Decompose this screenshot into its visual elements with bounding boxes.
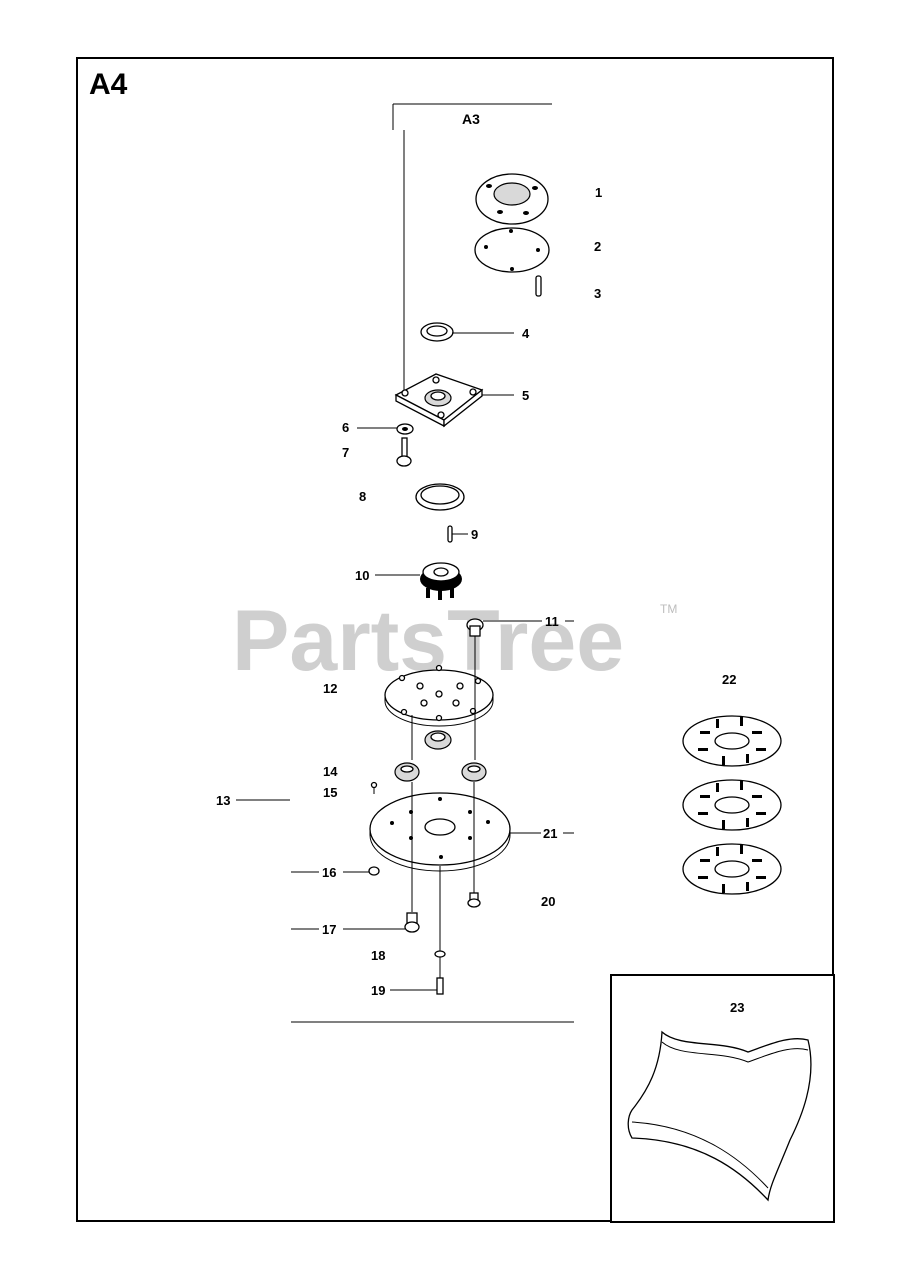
reference-bracket: A3: [392, 103, 552, 395]
part-bolt-17: [404, 912, 420, 933]
part-o-ring: [415, 483, 465, 511]
part-bolt-20: [467, 892, 481, 908]
reference-label: A3: [462, 111, 480, 127]
part-bushings: [394, 762, 487, 782]
part-hub: [420, 562, 462, 600]
diagram-frame: [76, 57, 834, 1222]
part-slotted-discs: [682, 715, 782, 895]
callout-2: 2: [594, 239, 601, 254]
slotted-disc-middle: [682, 779, 782, 831]
callout-17: 17: [322, 922, 336, 937]
callout-11: 11: [545, 614, 559, 629]
part-gasket: [474, 227, 550, 273]
part-small-pin: [447, 525, 453, 543]
part-washer: [396, 423, 414, 435]
part-tiny-screw: [370, 781, 378, 794]
part-bolt-11: [466, 618, 484, 637]
callout-19: 19: [371, 983, 385, 998]
callout-6: 6: [342, 420, 349, 435]
part-nut: [368, 866, 380, 876]
callout-labels: 1 2 3 4 5 6 7 8 9 10 11 12 13 14 15 16 1…: [216, 185, 744, 1015]
callout-4: 4: [522, 326, 530, 341]
part-pad: [627, 1030, 812, 1202]
leader-lines: [236, 332, 574, 1023]
slotted-disc-top: [682, 715, 782, 767]
callout-9: 9: [471, 527, 478, 542]
callout-20: 20: [541, 894, 555, 909]
part-pin: [535, 275, 542, 297]
inset-box: [610, 974, 835, 1223]
callout-13: 13: [216, 793, 230, 808]
callout-12: 12: [323, 681, 337, 696]
callout-14: 14: [323, 764, 338, 779]
callout-23: 23: [730, 1000, 744, 1015]
callout-21: 21: [543, 826, 557, 841]
part-flange: [475, 173, 549, 225]
part-lower-disc: [369, 792, 511, 872]
callout-16: 16: [322, 865, 336, 880]
part-screw-19: [436, 977, 444, 995]
callout-10: 10: [355, 568, 369, 583]
callout-7: 7: [342, 445, 349, 460]
part-ring: [420, 322, 454, 342]
part-upper-disc: [384, 664, 494, 727]
callout-18: 18: [371, 948, 385, 963]
callout-5: 5: [522, 388, 529, 403]
slotted-disc-bottom: [682, 843, 782, 895]
part-mounting-plate: [394, 373, 484, 428]
watermark-trademark: TM: [660, 602, 677, 616]
section-code: A4: [89, 68, 128, 101]
callout-8: 8: [359, 489, 366, 504]
part-screw-7: [396, 437, 412, 467]
part-small-nut: [434, 950, 446, 958]
part-spacer: [424, 730, 452, 750]
callout-22: 22: [722, 672, 736, 687]
callout-1: 1: [595, 185, 602, 200]
callout-15: 15: [323, 785, 337, 800]
callout-3: 3: [594, 286, 601, 301]
